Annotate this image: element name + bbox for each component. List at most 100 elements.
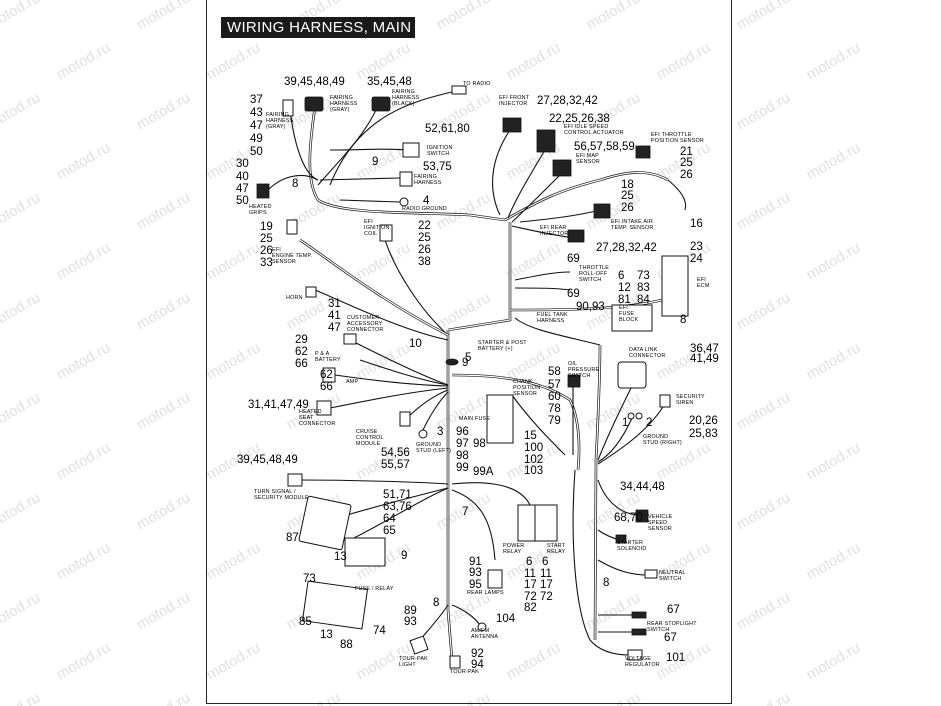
callout-number: 35,45,48 xyxy=(367,76,412,88)
callout-number: 26 xyxy=(621,202,634,214)
callout-number: 25,83 xyxy=(689,428,718,440)
component-label-line: ECM xyxy=(697,283,710,289)
callout-number: 104 xyxy=(496,613,516,625)
callout-number: 98 xyxy=(473,438,486,450)
fairing-gray-connector xyxy=(304,96,324,112)
component-label-line: SECURITY xyxy=(676,394,705,400)
watermark-text: motod.ru xyxy=(54,339,114,383)
voltage-regulator xyxy=(627,649,643,661)
callout-number: 67 xyxy=(664,632,677,644)
callout-number: 66 xyxy=(295,358,308,370)
callout-number: 43 xyxy=(250,107,263,119)
callout-number: 8 xyxy=(433,597,439,609)
efi-harness-wire-inner xyxy=(504,171,669,221)
watermark-text: motod.ru xyxy=(804,39,864,83)
watermark-text: motod.ru xyxy=(134,189,194,233)
component-label-line: GRIPS xyxy=(249,210,267,216)
callout-number: 62 xyxy=(295,346,308,358)
component-label-line: SENSOR xyxy=(513,391,537,397)
neutral-wire xyxy=(597,559,649,576)
heated-seat-wire xyxy=(329,387,449,409)
watermark-text: motod.ru xyxy=(804,239,864,283)
callout-number: 82 xyxy=(524,602,537,614)
callout-number: 50 xyxy=(250,146,263,158)
ground-left-wire xyxy=(421,391,449,433)
module-87 xyxy=(298,495,352,551)
callout-number: 49 xyxy=(250,133,263,145)
callout-number: 29 xyxy=(295,334,308,346)
component-label-line: EFI REAR xyxy=(540,225,566,231)
callout-number: 63,76 xyxy=(383,501,412,513)
callout-number: 52,61,80 xyxy=(425,123,470,135)
watermark-text: motod.ru xyxy=(734,189,794,233)
callout-number: 25 xyxy=(621,190,634,202)
callout-number: 68,70 xyxy=(614,512,643,524)
component-label-line: SECURITY MODULE xyxy=(254,495,309,501)
callout-number: 24 xyxy=(690,253,703,265)
component-label-line: HARNESS xyxy=(414,180,442,186)
callout-number: 93 xyxy=(469,567,482,579)
watermark-text: motod.ru xyxy=(0,189,43,233)
component-label-line: CONTROL xyxy=(356,435,384,441)
component-label-line: HEATED xyxy=(249,204,272,210)
component-label-line: HARNESS xyxy=(266,118,294,124)
cruise-module xyxy=(399,411,411,427)
watermark-text: motod.ru xyxy=(134,289,194,333)
watermark-text: motod.ru xyxy=(734,389,794,433)
component-label-line: SWITCH xyxy=(647,627,669,633)
fairing-black-connector xyxy=(371,96,391,112)
component-label-line: (GRAY) xyxy=(266,124,286,130)
watermark-text: motod.ru xyxy=(804,639,864,683)
callout-number: 74 xyxy=(373,625,386,637)
watermark-text: motod.ru xyxy=(804,539,864,583)
component-label-line: HEATED xyxy=(299,409,322,415)
callout-number: 55,57 xyxy=(381,459,410,471)
watermark-text: motod.ru xyxy=(134,489,194,533)
callout-number: 57 xyxy=(548,379,561,391)
front-injector-connector xyxy=(502,117,522,133)
watermark-text: motod.ru xyxy=(734,289,794,333)
watermark-text: motod.ru xyxy=(734,0,794,33)
component-label-line: AM/FM xyxy=(471,628,490,634)
watermark-text: motod.ru xyxy=(804,339,864,383)
callout-number: 97 xyxy=(456,438,469,450)
callout-number: 47 xyxy=(250,120,263,132)
callout-number: 26 xyxy=(680,169,693,181)
callout-number: 33 xyxy=(260,257,273,269)
component-label-line: SENSOR xyxy=(576,159,600,165)
callout-number: 3 xyxy=(437,426,443,438)
component-label-line: VEHICLE xyxy=(648,514,673,520)
component-label-line: FUSE / RELAY xyxy=(355,586,394,592)
callout-number: 91 xyxy=(469,556,482,568)
stoplight-switch-2 xyxy=(631,628,647,636)
components-layer xyxy=(256,85,689,669)
component-label-line: POWER xyxy=(503,543,524,549)
callout-number: 56,57,58,59 xyxy=(574,141,635,153)
watermark-text: motod.ru xyxy=(54,239,114,283)
component-label-line: CRANK xyxy=(513,379,533,385)
callout-number: 34,44,48 xyxy=(620,481,665,493)
component-label-line: TEMP. SENSOR xyxy=(611,225,653,231)
ground-branch-wire xyxy=(339,199,401,203)
component-label-line: STUD (LEFT) xyxy=(416,448,451,454)
watermark-text: motod.ru xyxy=(734,589,794,633)
callout-number: 102 xyxy=(524,454,543,466)
ground-stud-left xyxy=(418,429,428,439)
fuse-relay-block xyxy=(344,537,386,567)
idle-actuator-wire xyxy=(507,149,546,219)
component-label-line: ANTENNA xyxy=(471,634,498,640)
